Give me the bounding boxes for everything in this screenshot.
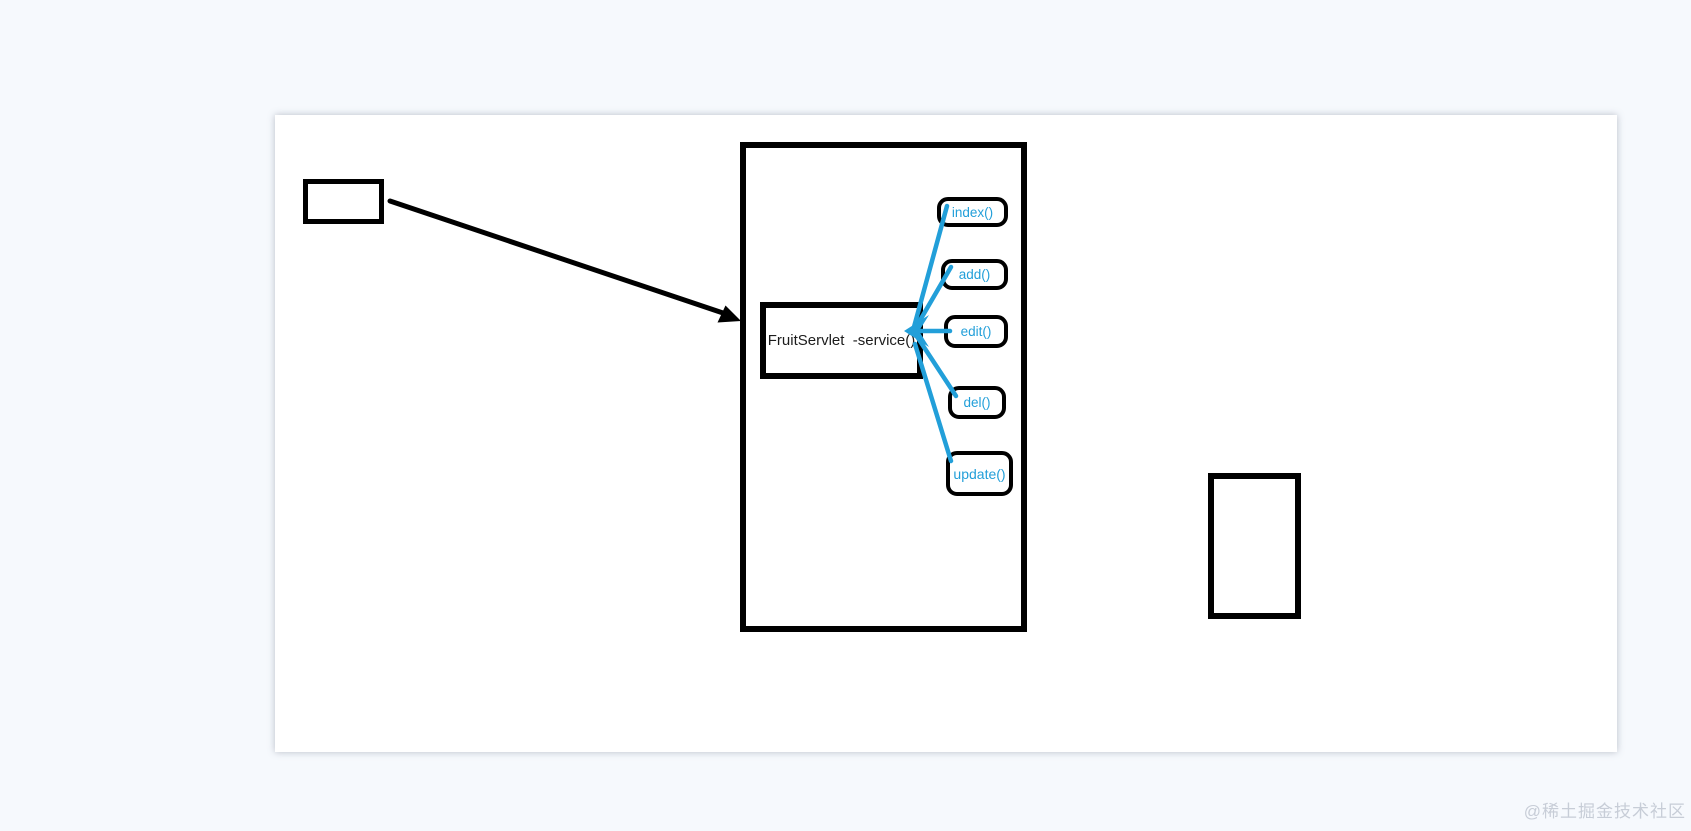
method-node-add: add() [941,259,1008,290]
method-label-del: del() [963,395,991,410]
method-node-index: index() [937,197,1008,227]
method-label-edit: edit() [960,324,992,339]
fruitservlet-service-label: FruitServlet -service() [767,332,916,349]
method-node-update: update() [946,451,1013,496]
right-placeholder-box [1208,473,1301,619]
method-node-edit: edit() [944,315,1008,348]
fruitservlet-service-box: FruitServlet -service() [760,302,923,379]
method-label-index: index() [951,204,994,220]
method-node-del: del() [948,386,1006,419]
method-label-update: update() [953,465,1006,482]
juejin-watermark: @稀土掘金技术社区 [1523,802,1686,821]
method-label-add: add() [958,267,991,282]
client-request-box [303,179,384,224]
